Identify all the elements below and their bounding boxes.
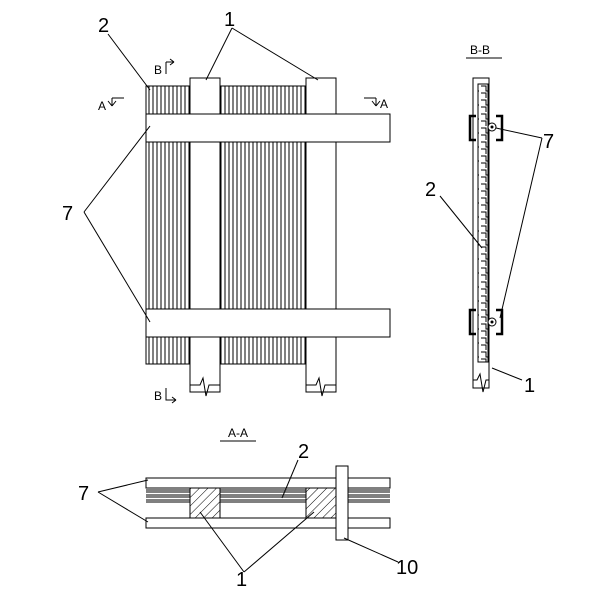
label-1-top: 1 — [224, 9, 235, 31]
horizontal-bar-bottom — [145, 308, 391, 338]
marker-b-top: B — [154, 63, 162, 77]
aa-tube-right — [305, 487, 337, 519]
clamp-top-left — [468, 114, 476, 142]
horizontal-bar-top — [145, 113, 391, 143]
leader-1-aa-b — [243, 511, 315, 573]
leader-2 — [107, 33, 151, 91]
leader-7-b — [83, 211, 151, 323]
section-arrow-a-right — [371, 98, 381, 107]
leader-10-aa — [343, 537, 399, 563]
section-aa-view — [97, 440, 399, 573]
marker-a-left: A — [98, 99, 106, 113]
label-7-bottom: 7 — [78, 483, 89, 505]
leader-1-aa-a — [199, 511, 245, 573]
aa-bar-bottom — [145, 517, 391, 529]
clamp-bottom-left — [468, 308, 476, 336]
label-2-top: 2 — [98, 15, 109, 37]
leader-7-aa-b — [97, 491, 149, 523]
leader-7-a — [83, 125, 151, 213]
aa-post-10 — [335, 465, 349, 541]
section-title-aa: A-A — [228, 426, 248, 440]
label-10-bottom: 10 — [396, 557, 418, 579]
leader-7-aa-a — [97, 479, 149, 493]
section-bb-core — [477, 83, 489, 363]
label-7-left: 7 — [62, 203, 73, 225]
label-2-right: 2 — [425, 179, 436, 201]
label-1-bottom: 1 — [236, 569, 247, 591]
leader-7-bb-a — [495, 127, 543, 139]
leader-2-bb — [439, 195, 483, 249]
leader-7-bb-b — [499, 137, 543, 319]
marker-a-right: A — [380, 97, 388, 111]
section-arrow-b-bottom — [165, 388, 177, 404]
leader-2-aa — [281, 459, 299, 499]
clamp-bottom-right — [496, 308, 504, 336]
section-bb-view — [439, 57, 543, 393]
break-symbol-right — [306, 376, 336, 397]
leader-1-a — [205, 27, 233, 81]
clamp-top-right — [496, 114, 504, 142]
section-arrow-b-top — [165, 58, 175, 74]
label-1-right: 1 — [524, 375, 535, 397]
front-view — [83, 27, 391, 404]
marker-b-bottom: B — [154, 389, 162, 403]
break-symbol-left — [190, 376, 220, 397]
label-2-bottom: 2 — [298, 441, 309, 463]
aa-tube-left — [189, 487, 221, 519]
leader-1-b — [231, 27, 319, 81]
aa-bar-top — [145, 477, 391, 489]
section-title-bb: B-B — [470, 43, 490, 57]
leader-1-bb — [491, 367, 523, 381]
section-arrow-a-left — [107, 98, 117, 107]
break-symbol-bb — [473, 372, 489, 393]
label-7-right: 7 — [543, 131, 554, 153]
